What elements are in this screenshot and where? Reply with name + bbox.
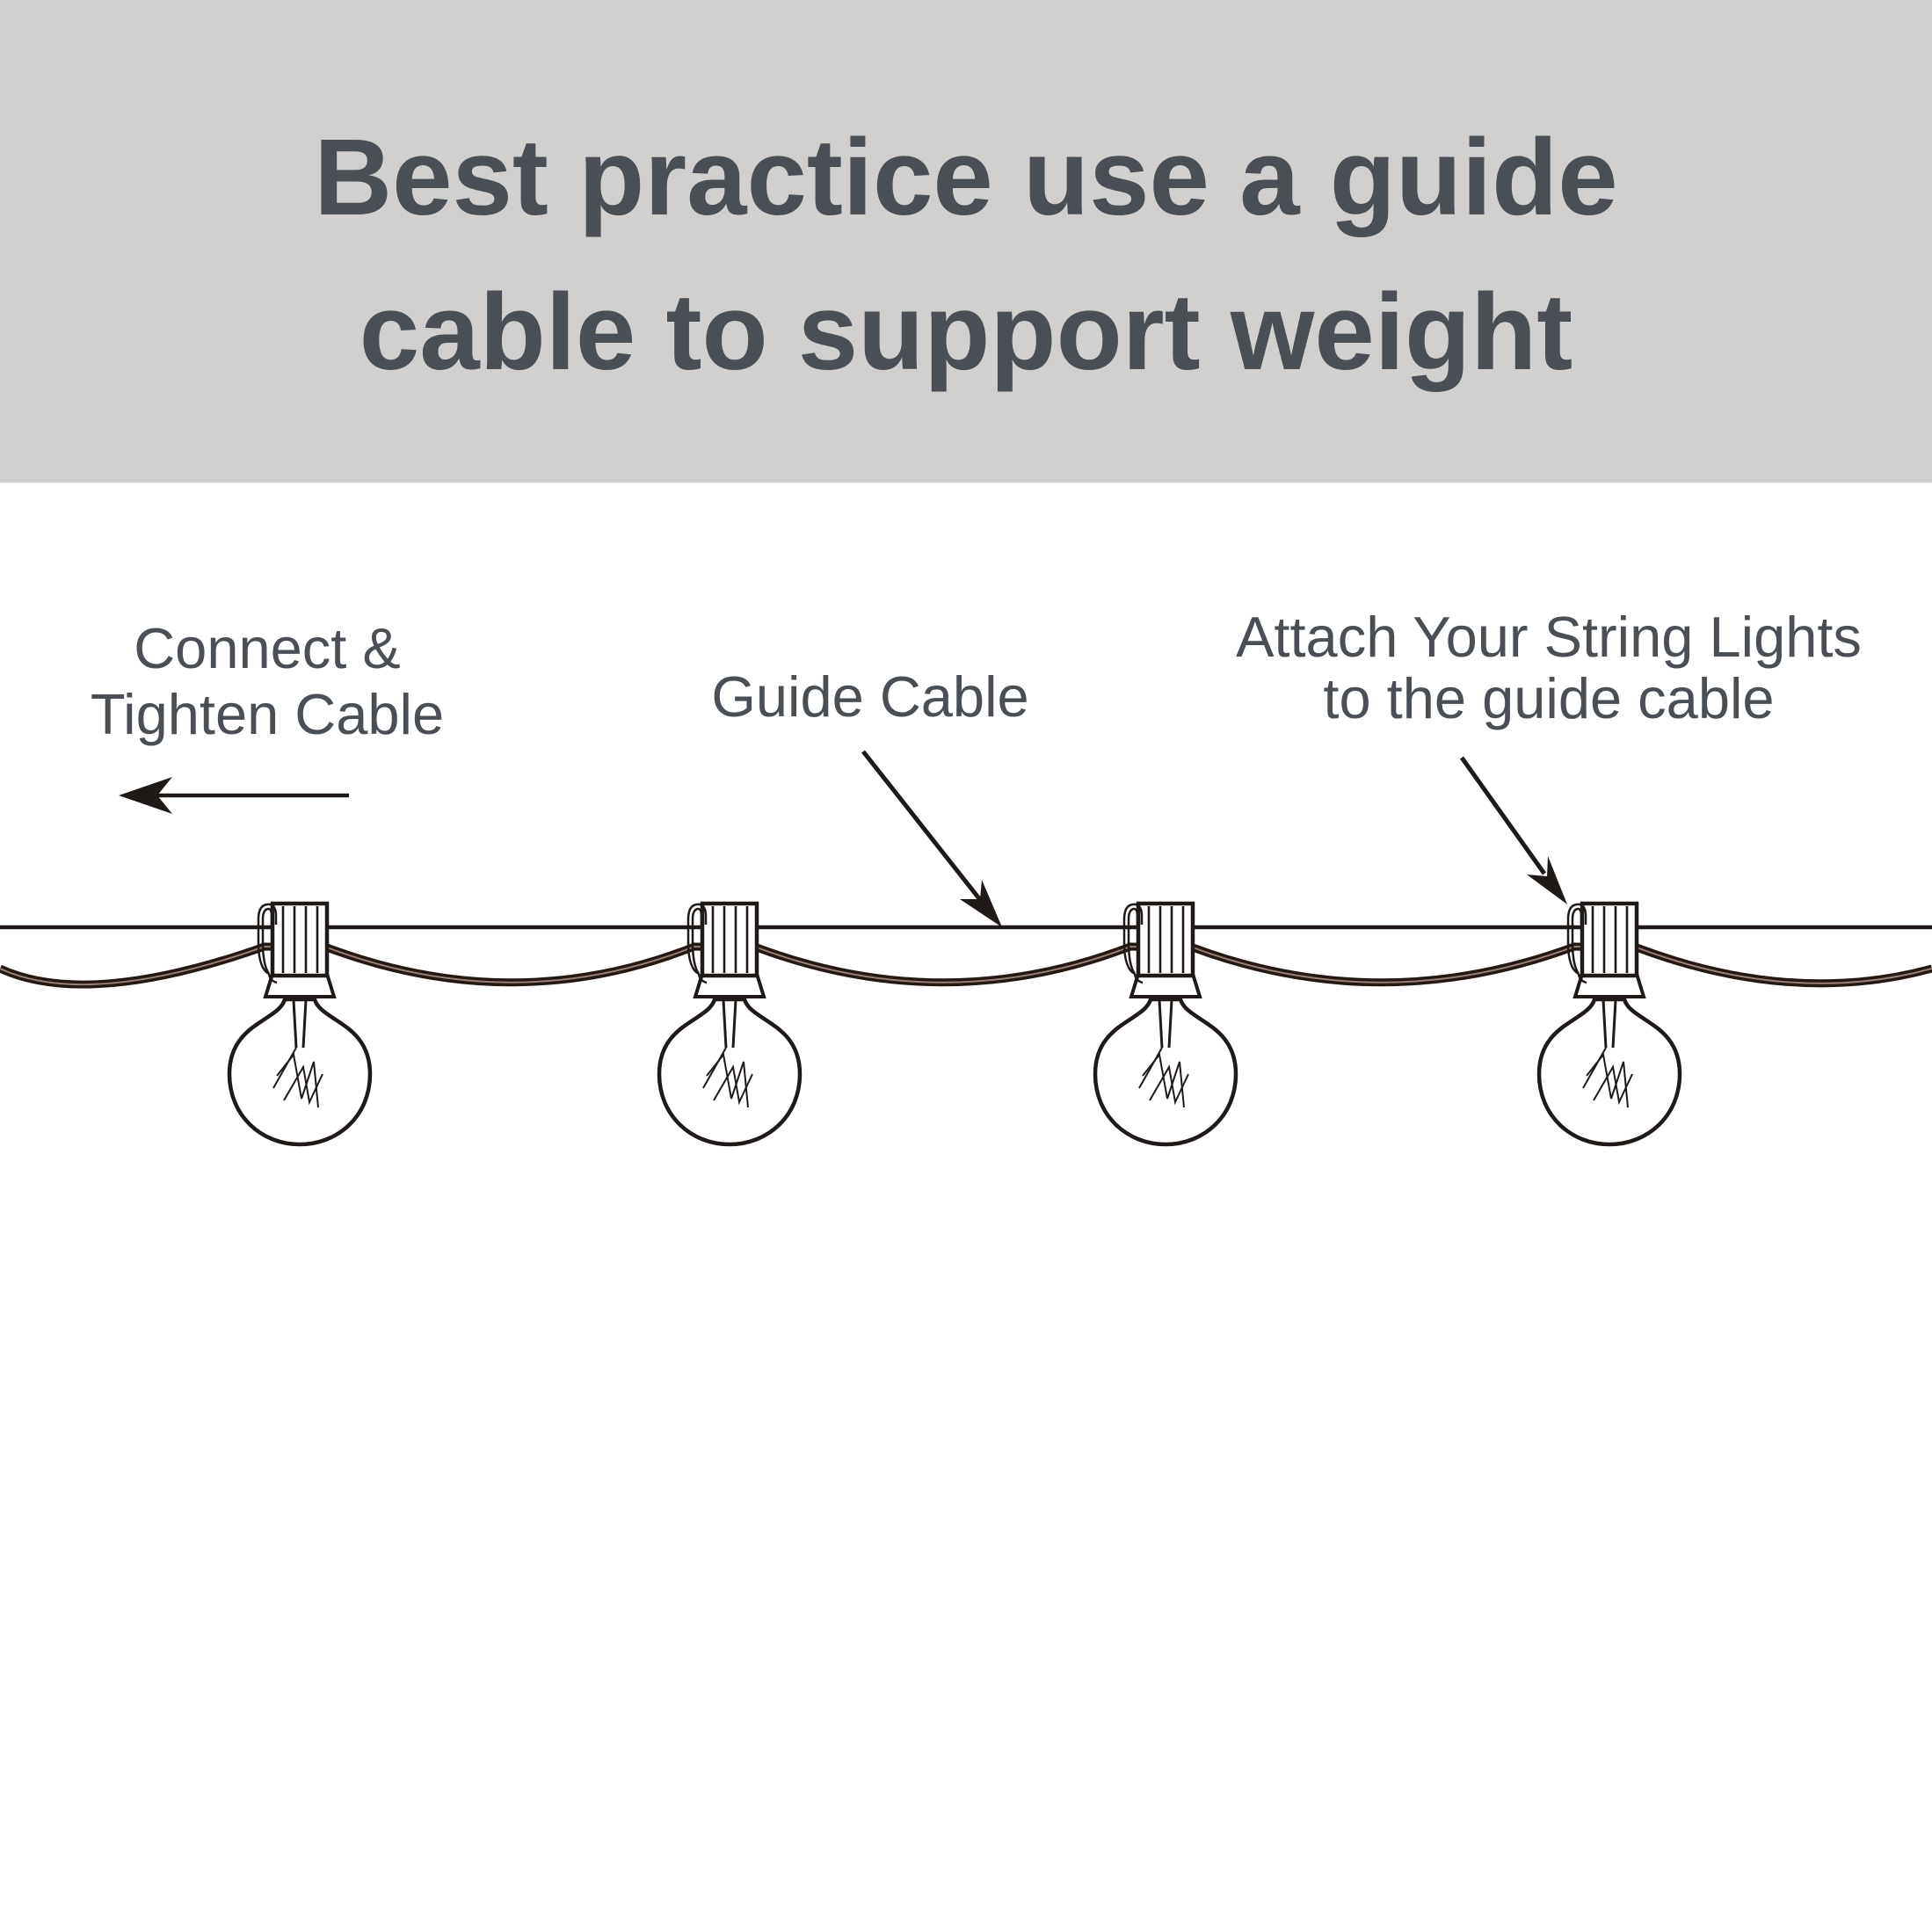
light-bulb-socket-1: [229, 904, 370, 1144]
page-title-line1: Best practice use a guide: [314, 118, 1618, 238]
page-title: Best practice use a guide cable to suppo…: [0, 101, 1932, 410]
attach-lights-arrow-icon: [1459, 756, 1567, 904]
connect-tighten-label-line2: Tighten Cable: [90, 682, 445, 746]
light-bulb-socket-4: [1539, 904, 1680, 1144]
attach-lights-label: Attach Your String Lights to the guide c…: [1236, 606, 1862, 730]
page-title-line2: cable to support weight: [359, 272, 1573, 393]
guide-cable-arrow-icon: [861, 750, 1002, 927]
connect-tighten-label: Connect & Tighten Cable: [91, 615, 444, 747]
arrow-left-icon: [119, 777, 349, 814]
connect-tighten-label-line1: Connect &: [134, 616, 401, 680]
header-banner: [0, 0, 1932, 483]
string-cord-highlight: [0, 945, 1932, 986]
guide-cable-label-text: Guide Cable: [711, 664, 1029, 729]
attach-lights-label-line2: to the guide cable: [1323, 666, 1775, 730]
light-bulb-socket-3: [1095, 904, 1236, 1144]
attach-lights-label-line1: Attach Your String Lights: [1236, 605, 1862, 669]
light-bulb-socket-2: [659, 904, 800, 1144]
guide-cable-label: Guide Cable: [711, 664, 1028, 730]
